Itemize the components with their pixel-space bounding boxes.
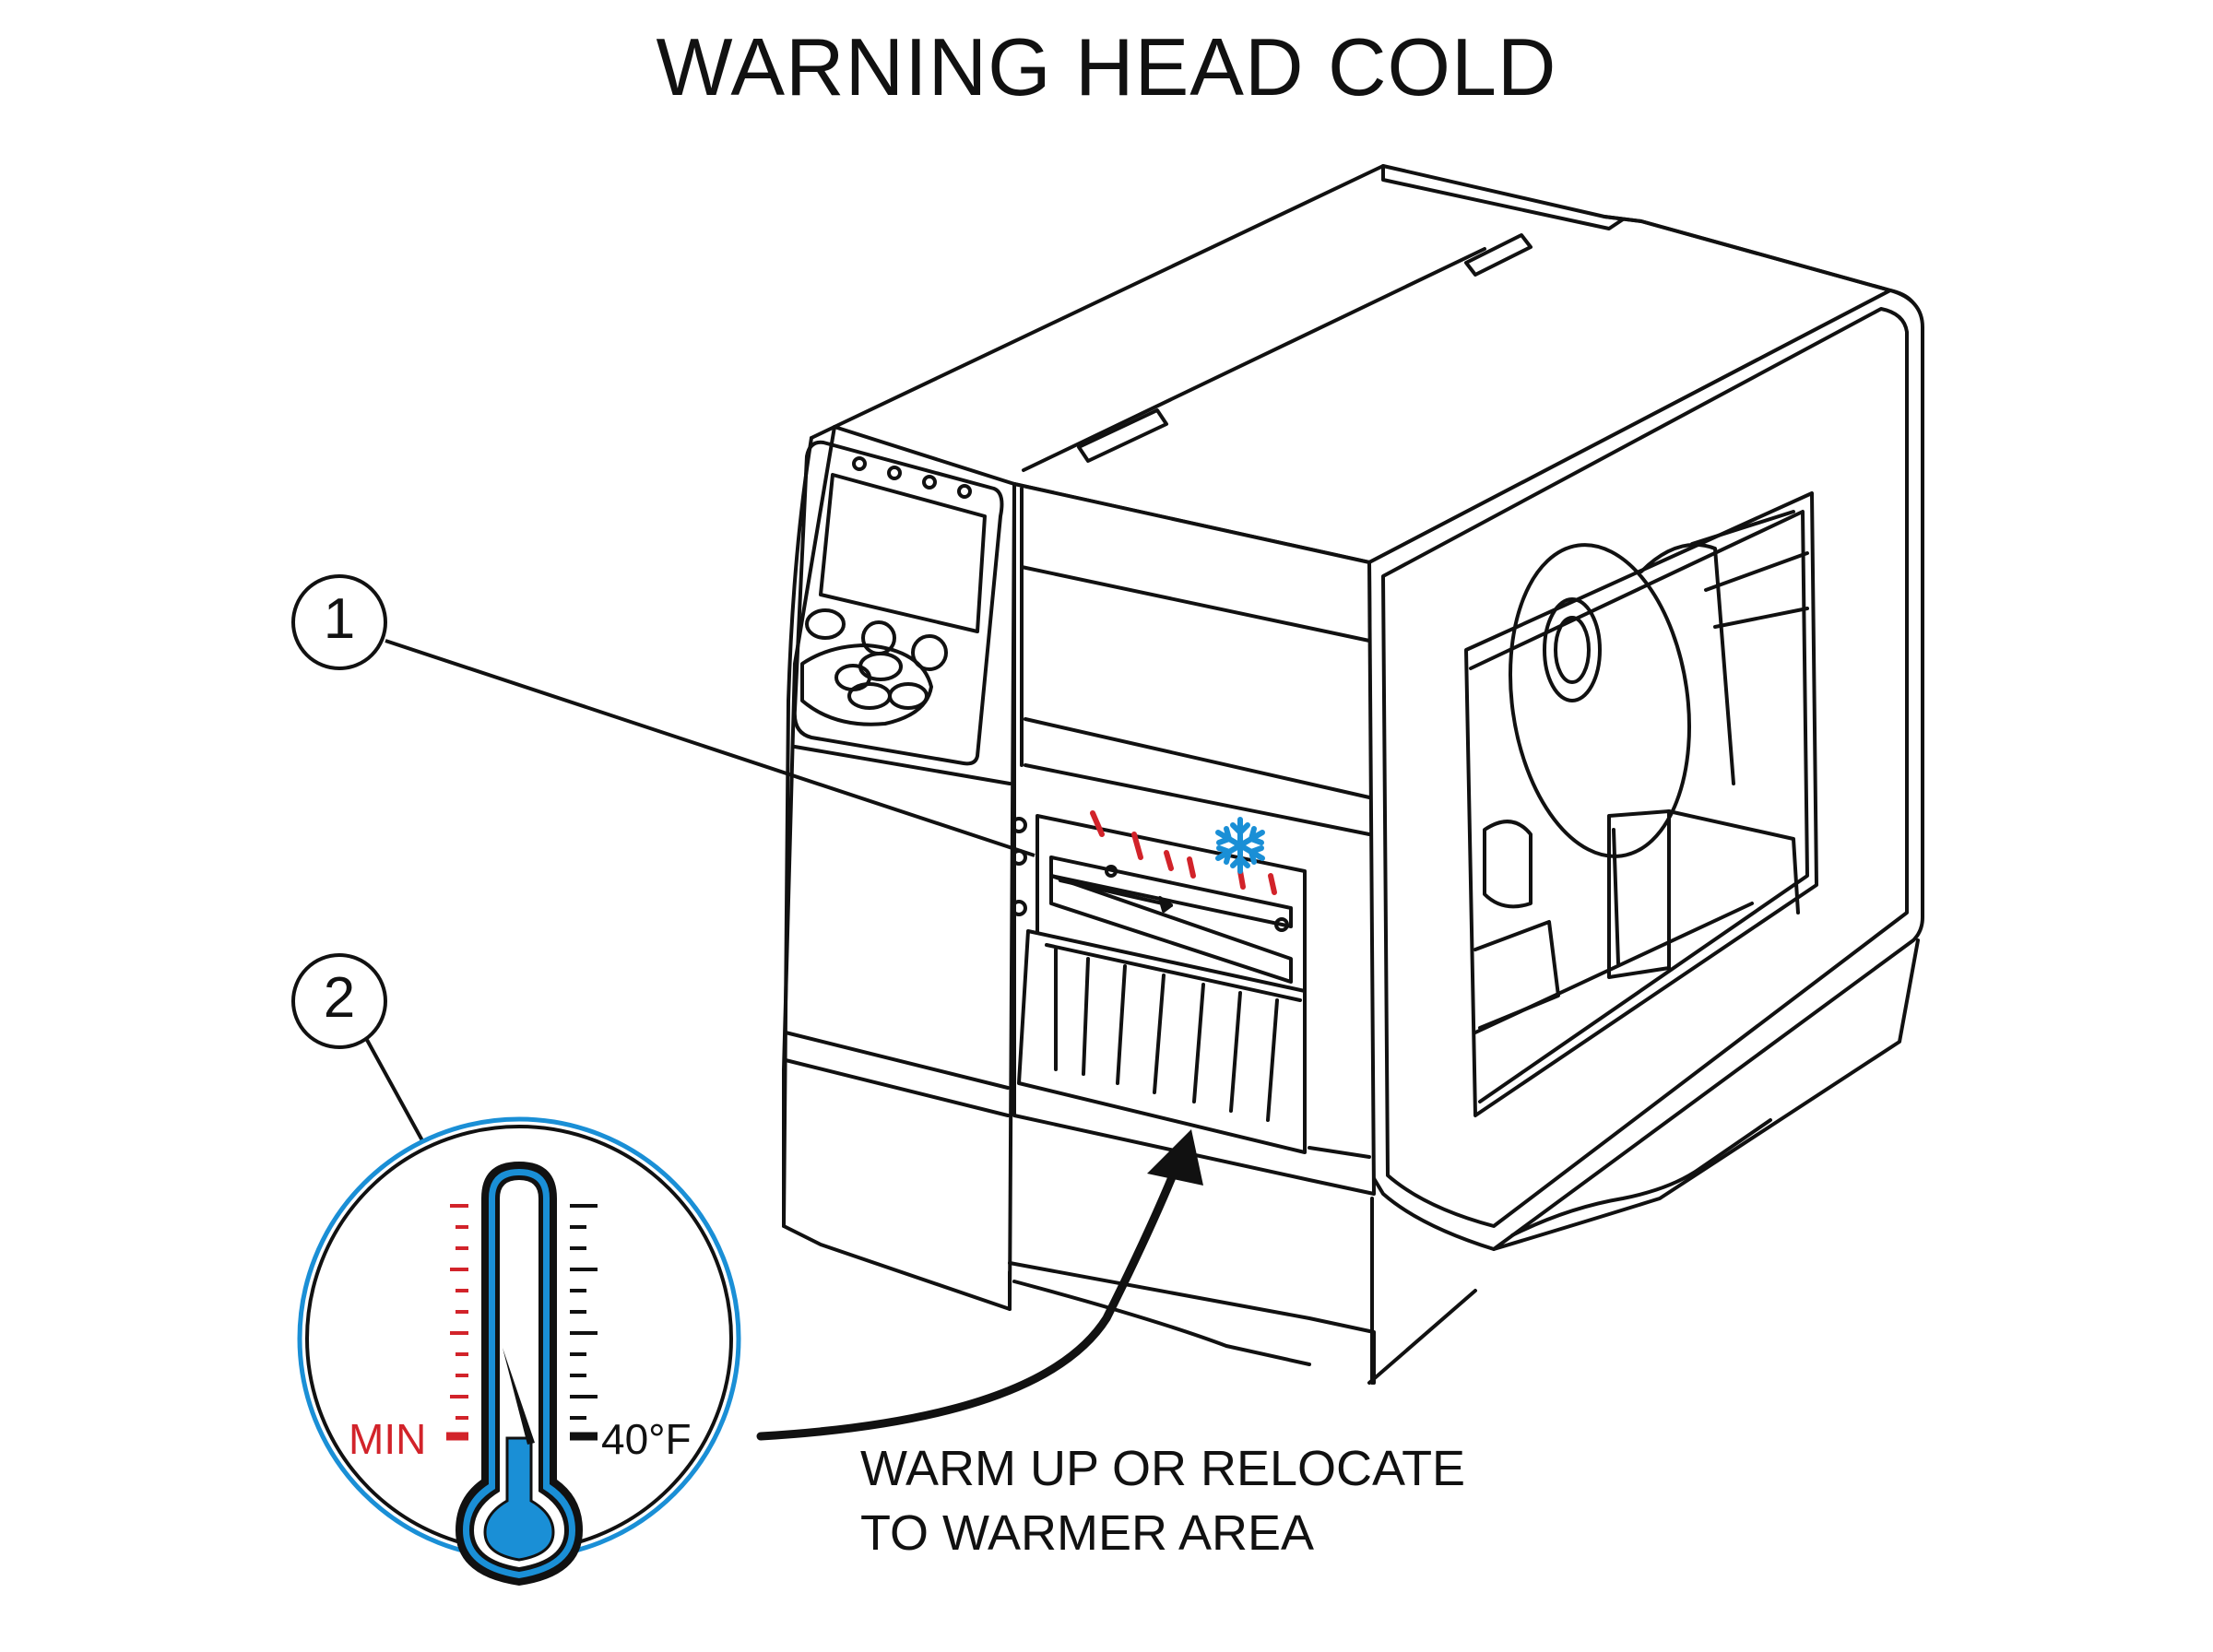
min-label: MIN: [349, 1415, 426, 1463]
callout-2-leader: [365, 1039, 431, 1153]
instruction-line-2: TO WARMER AREA: [860, 1505, 1315, 1561]
temperature-label: 40°F: [601, 1415, 692, 1463]
printer-control-column: [782, 425, 1016, 1311]
cold-head-indicator-marks: [1090, 810, 1277, 895]
callout-1-label: 1: [323, 587, 356, 651]
callout-2-label: 2: [323, 966, 356, 1030]
relocate-arrowhead: [1147, 1129, 1203, 1186]
thermometer-detail: MIN 40°F: [297, 1116, 741, 1586]
instruction-text: WARM UP OR RELOCATE TO WARMER AREA: [860, 1436, 1465, 1565]
instruction-line-1: WARM UP OR RELOCATE: [860, 1441, 1466, 1496]
snowflake-icon: [1215, 817, 1265, 874]
relocate-arrow: [756, 1152, 1185, 1441]
printer-front-face: [1008, 482, 1376, 1385]
printer-side-panel: [1367, 289, 1924, 1385]
callout-1-leader: [385, 639, 1035, 857]
callout-2-circle: [291, 953, 387, 1049]
page-title: WARNING HEAD COLD: [656, 21, 1557, 112]
callout-1-circle: [291, 574, 387, 670]
